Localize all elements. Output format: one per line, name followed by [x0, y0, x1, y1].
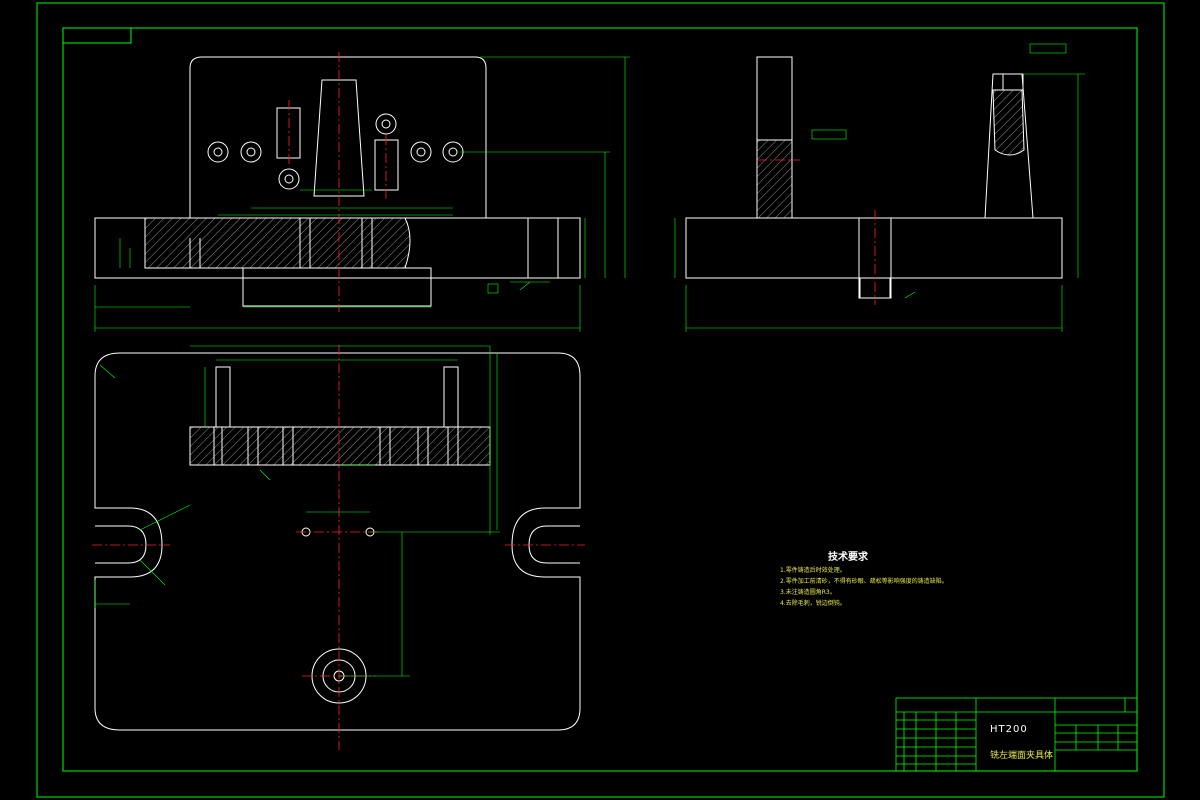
top-view: [95, 353, 580, 730]
technical-requirements-title: 技术要求: [828, 548, 868, 563]
material-label: HT200: [990, 724, 1028, 735]
technical-note: 4.去除毛刺，锐边倒钝。: [780, 598, 846, 607]
inner-sheet-border: [63, 28, 1137, 771]
front-view: [95, 57, 580, 306]
front-view-dimensions: [95, 57, 630, 332]
technical-note: 2.零件加工前清砂，不得有砂眼、疏松等影响强度的铸造缺陷。: [780, 576, 948, 585]
front-view-centerlines: [289, 52, 386, 312]
top-view-dimensions: [95, 346, 500, 676]
top-view-centerlines: [92, 345, 585, 750]
side-view: [686, 57, 1062, 298]
drawing-number-box: [63, 28, 131, 43]
part-name-label: 铣左端面夹具体: [990, 748, 1053, 761]
technical-note: 1.零件铸造后时效处理。: [780, 565, 846, 574]
technical-note: 3.未注铸造圆角R3。: [780, 587, 836, 596]
